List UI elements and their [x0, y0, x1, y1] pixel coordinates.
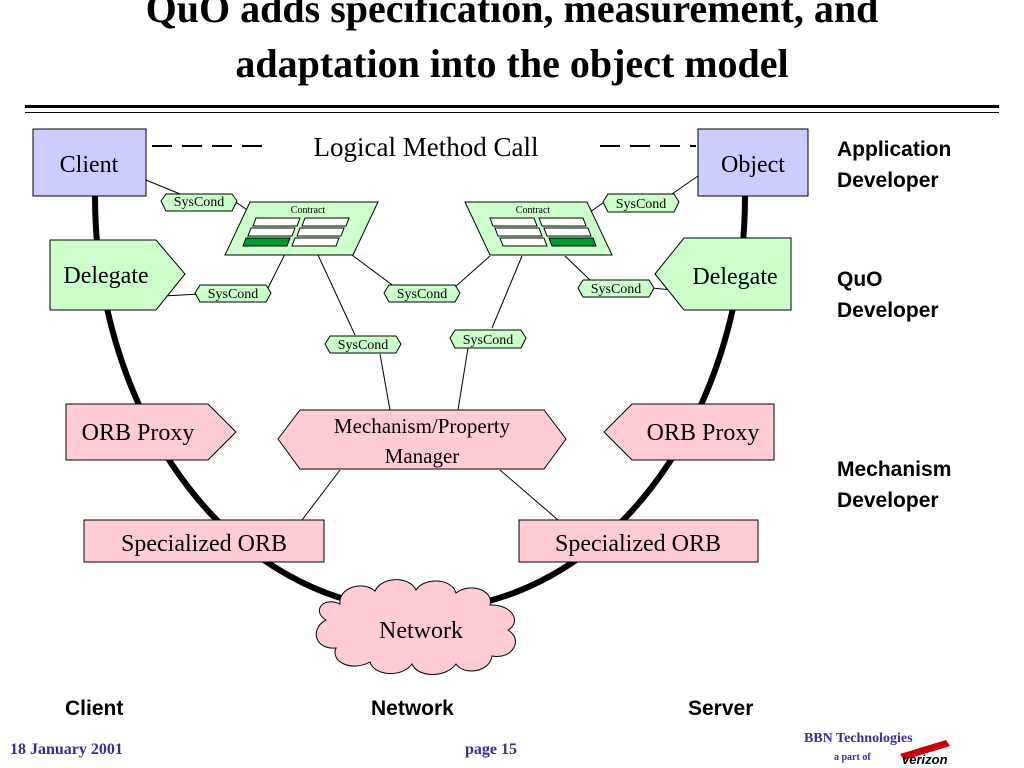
mechanism-developer-line-2: Developer [837, 489, 939, 512]
connector-lines [145, 175, 699, 521]
contract-left-label: Contract [291, 205, 326, 216]
syscond-6-label: SysCond [338, 338, 389, 353]
logical-call-label: Logical Method Call [314, 132, 539, 162]
delegate-right-label: Delegate [692, 264, 777, 290]
application-developer-line-2: Developer [837, 169, 939, 192]
specialized-orb-right-label: Specialized ORB [555, 531, 721, 557]
specialized-orb-right-node: Specialized ORB [518, 519, 759, 563]
syscond-5: SysCond [577, 279, 655, 298]
object-node: Object [697, 128, 809, 197]
syscond-3-label: SysCond [208, 287, 259, 302]
delegate-left-label: Delegate [63, 263, 148, 289]
syscond-3: SysCond [194, 284, 272, 303]
mechanism-manager-node: Mechanism/Property Manager [277, 409, 567, 470]
syscond-1: SysCond [160, 193, 238, 212]
column-label-network: Network [371, 697, 454, 720]
syscond-5-label: SysCond [591, 282, 642, 297]
orb-proxy-right-label: ORB Proxy [647, 420, 760, 446]
contract-right: Contract [464, 201, 613, 256]
footer-part-of: a part of [834, 752, 871, 763]
orb-proxy-left-node: ORB Proxy [65, 403, 237, 461]
verizon-logo-icon: verizon [900, 740, 950, 767]
syscond-6: SysCond [324, 335, 402, 354]
client-node: Client [32, 128, 147, 197]
delegate-left-node: Delegate [49, 239, 186, 311]
mechanism-manager-label-1: Mechanism/Property [334, 414, 511, 438]
footer-company: BBN Technologies [804, 731, 913, 746]
mechanism-manager-label-2: Manager [385, 444, 460, 468]
specialized-orb-left-label: Specialized ORB [121, 531, 287, 557]
syscond-4-label: SysCond [397, 287, 448, 302]
syscond-1-label: SysCond [174, 195, 225, 210]
application-developer-line-1: Application [837, 138, 952, 161]
contract-right-label: Contract [516, 205, 551, 216]
contract-left: Contract [224, 201, 379, 256]
title-rule-thin [25, 112, 999, 113]
footer-page-number: page 15 [465, 741, 517, 758]
slide-title-line-1: QuO adds specification, measurement, and [145, 0, 879, 31]
network-cloud: Network [315, 579, 516, 675]
column-label-server: Server [688, 697, 754, 720]
syscond-2: SysCond [602, 193, 680, 213]
mechanism-developer-label: Mechanism Developer [837, 454, 951, 516]
specialized-orb-left-node: Specialized ORB [83, 519, 325, 563]
syscond-7-label: SysCond [463, 333, 514, 348]
orb-proxy-right-node: ORB Proxy [603, 403, 775, 461]
title-rule-thick [25, 105, 999, 108]
application-developer-label: Application Developer [837, 134, 951, 196]
quo-developer-label: QuO Developer [837, 264, 939, 326]
syscond-7: SysCond [449, 329, 527, 349]
quo-developer-line-1: QuO [837, 268, 883, 291]
syscond-2-label: SysCond [616, 197, 667, 212]
column-label-client: Client [65, 697, 124, 720]
object-node-label: Object [721, 152, 785, 178]
client-node-label: Client [60, 152, 119, 178]
mechanism-developer-line-1: Mechanism [837, 458, 952, 481]
network-cloud-label: Network [379, 618, 463, 644]
delegate-right-node: Delegate [654, 237, 792, 311]
slide-title-line-2: adaptation into the object model [235, 41, 789, 86]
footer-date: 18 January 2001 [10, 741, 123, 758]
quo-developer-line-2: Developer [837, 299, 939, 322]
verizon-logo-text: verizon [902, 752, 948, 767]
orb-proxy-left-label: ORB Proxy [82, 420, 195, 446]
syscond-4: SysCond [383, 284, 461, 303]
